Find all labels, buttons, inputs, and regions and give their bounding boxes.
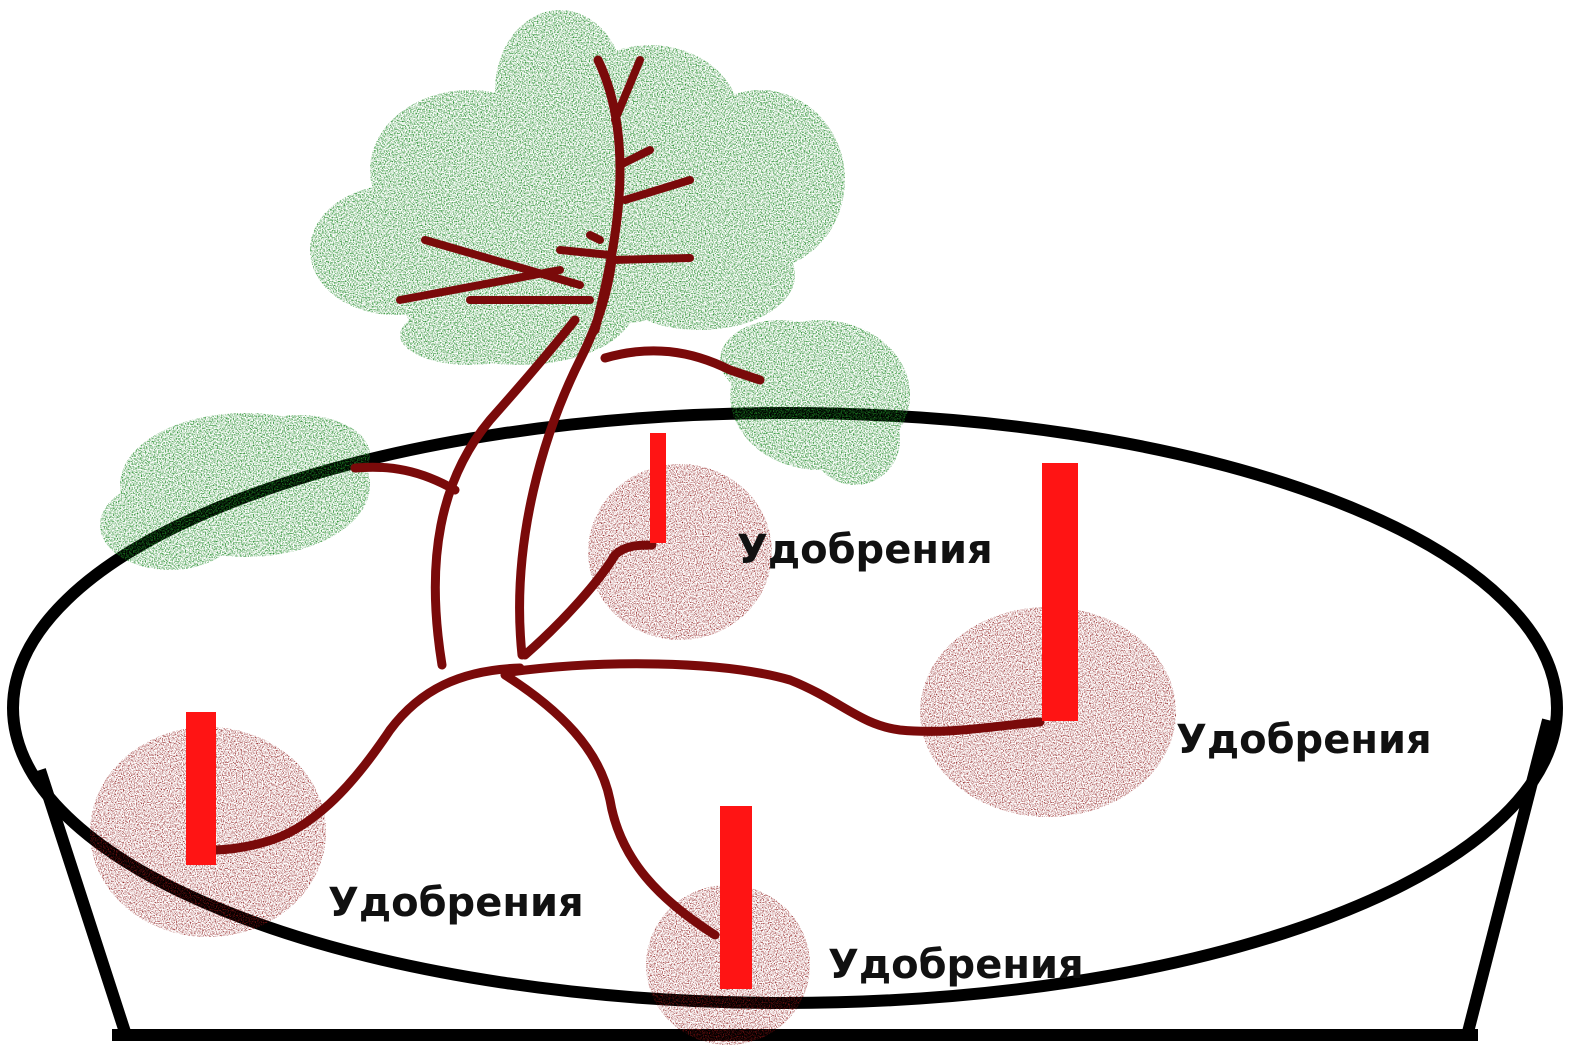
crown-branch-a: [608, 254, 694, 264]
left-branch: [350, 462, 460, 495]
fertilizer-stick-top: [650, 433, 666, 543]
root-to-bottom-fertilizer: [500, 670, 720, 940]
foliage-left-pad: [100, 413, 370, 570]
fertilizer-label-right: Удобрения: [1176, 717, 1432, 763]
fertilizer-stick-bottom: [720, 806, 752, 989]
trunk-left-line: [430, 315, 580, 670]
trunk-upper: [590, 55, 625, 335]
right-branch: [600, 346, 765, 385]
tree-structure: [207, 55, 1045, 940]
crown-branch-b: [556, 246, 614, 259]
fertilizer-patch-top: [588, 464, 772, 640]
crown-branch-e: [421, 236, 584, 289]
fertilizer-label-bottom: Удобрения: [828, 942, 1084, 988]
crown-branch-f: [621, 176, 694, 204]
crown-branch-g: [616, 146, 654, 169]
root-to-left-fertilizer: [207, 663, 525, 855]
fertilizer-label-top: Удобрения: [737, 527, 993, 573]
foliage-right-pad: [720, 320, 910, 485]
fertilizer-stick-left: [186, 712, 216, 865]
crown-branch-h: [611, 56, 644, 124]
fertilizer-labels: Удобрения Удобрения Удобрения Удобрения: [328, 527, 1432, 988]
crown-branch-i: [586, 231, 604, 244]
foliage: [100, 10, 910, 570]
fertilizer-label-left: Удобрения: [328, 880, 584, 926]
root-to-right-fertilizer: [505, 659, 1045, 736]
fertilizer-sticks: [186, 433, 1078, 989]
foliage-crown: [310, 10, 845, 365]
pot-side-left: [34, 768, 131, 1034]
fertilizer-stick-right: [1042, 463, 1078, 721]
root-to-top-fertilizer: [520, 540, 657, 660]
